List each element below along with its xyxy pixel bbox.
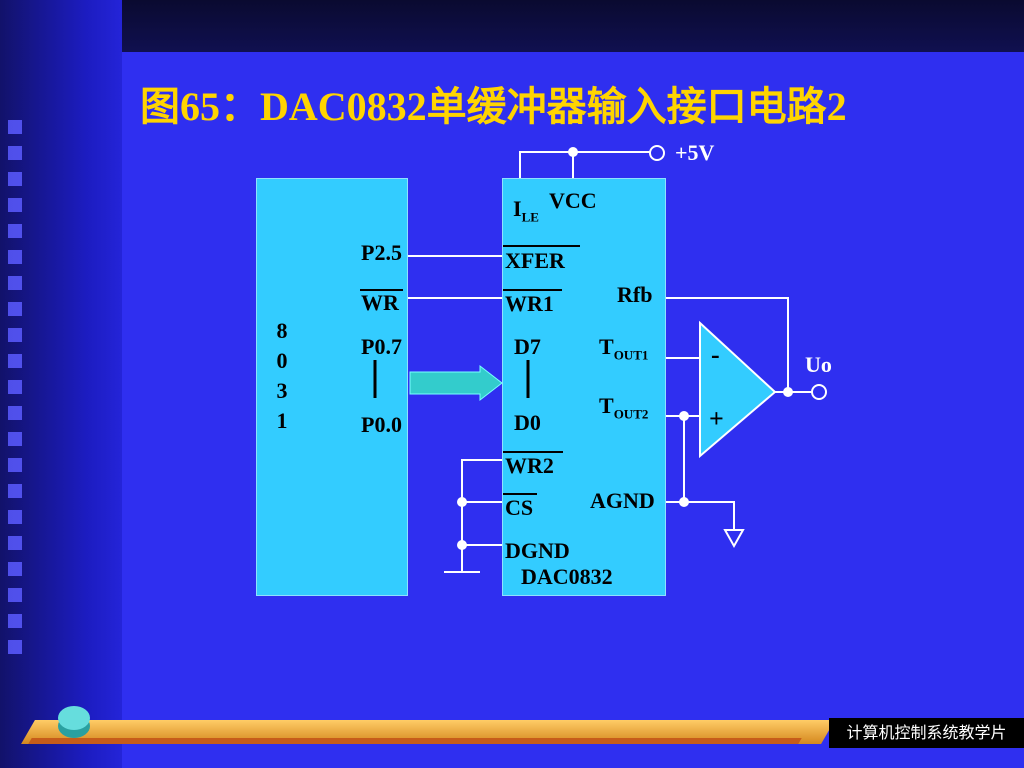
data-bus-arrow <box>409 364 503 402</box>
left-band <box>0 0 122 768</box>
pin-p00: P0.0 <box>361 412 402 437</box>
pin-rfb: Rfb <box>617 282 653 307</box>
mcu-8031-chip <box>256 178 408 596</box>
agnd-wire <box>666 501 735 530</box>
rfb-feedback-wire <box>666 297 789 392</box>
supply-label: +5V <box>675 140 715 165</box>
junction-dot <box>457 540 467 550</box>
pin-p07: P0.7 <box>361 334 402 359</box>
pin-dgnd: DGND <box>505 538 570 563</box>
top-band <box>0 0 1024 52</box>
output-terminal <box>811 384 827 400</box>
pin-tout2: TOUT2 <box>599 393 649 422</box>
supply-terminal <box>649 145 665 161</box>
cylinder-logo-icon <box>58 706 90 738</box>
bottom-decor-shadow <box>28 738 802 744</box>
output-label: Uo <box>805 352 832 377</box>
opamp-plus-sign: + <box>709 404 724 433</box>
mcu-name-vertical: 8 0 3 1 <box>276 318 288 433</box>
junction-dot <box>568 147 578 157</box>
pin-wr1: WR1 <box>505 291 554 316</box>
pin-ile: ILE <box>513 196 539 225</box>
vcc-wire <box>519 151 650 178</box>
pin-wr: WR <box>361 290 399 315</box>
decorative-squares <box>8 120 28 666</box>
opamp-triangle <box>699 320 777 459</box>
pin-wr2: WR2 <box>505 453 554 478</box>
junction-dot <box>679 411 689 421</box>
pin-d7: D7 <box>514 334 541 359</box>
pin-cs: CS <box>505 495 534 520</box>
ground-bus-wire <box>461 459 502 572</box>
agnd-ground-symbol <box>723 529 745 549</box>
opamp-minus-sign: - <box>711 340 720 369</box>
pin-agnd: AGND <box>590 488 655 513</box>
pin-xfer: XFER <box>505 248 565 273</box>
junction-dot <box>679 497 689 507</box>
junction-dot <box>783 387 793 397</box>
footer-label: 计算机控制系统教学片 <box>829 718 1024 748</box>
junction-dot <box>457 497 467 507</box>
pin-p25: P2.5 <box>361 240 402 265</box>
dac-name: DAC0832 <box>521 564 613 589</box>
pin-tout1: TOUT1 <box>599 334 649 363</box>
pin-d0: D0 <box>514 410 541 435</box>
slide-title: 图65：DAC0832单缓冲器输入接口电路2 <box>140 84 847 129</box>
pin-vcc: VCC <box>549 188 597 213</box>
